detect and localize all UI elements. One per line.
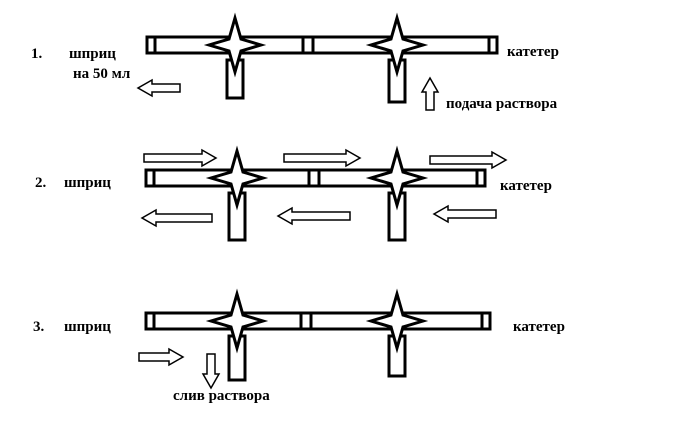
row-3-tube-junction <box>299 311 313 331</box>
row-2-arrow-right-3-icon <box>429 150 508 170</box>
row-3-catheter-label: катетер <box>513 319 565 335</box>
row-1-syringe-volume: на 50 мл <box>73 66 131 82</box>
row-1-stopcock-2-icon <box>365 12 429 78</box>
row-3-action-label: слив раствора <box>173 388 270 404</box>
row-2-syringe-label: шприц <box>64 175 111 191</box>
row-2-arrow-left-2-icon <box>276 206 351 226</box>
row-2-stopcock-2-icon <box>365 145 429 211</box>
row-2-tube-junction <box>307 168 321 188</box>
row-3-syringe-label: шприц <box>64 319 111 335</box>
row-1-number: 1. <box>31 46 43 62</box>
row-1-stopcock-1-icon <box>203 12 267 78</box>
row-2-arrow-left-3-icon <box>432 204 497 224</box>
row-2-catheter-label: катетер <box>500 178 552 194</box>
row-1-catheter-label: катетер <box>507 44 559 60</box>
row-1-syringe-label: шприц <box>69 46 116 62</box>
row-3-arrow-right-icon <box>138 347 185 367</box>
row-2-number: 2. <box>35 175 47 191</box>
row-3-stopcock-1-icon <box>205 288 269 354</box>
row-2-arrow-right-2-icon <box>283 148 362 168</box>
row-1-tube-main <box>145 35 499 55</box>
row-1-action-label: подача раствора <box>446 96 558 112</box>
row-2-stopcock-1-icon <box>205 145 269 211</box>
row-1-arrow-up-icon <box>420 76 440 111</box>
row-2-arrow-left-1-icon <box>140 208 213 228</box>
row-1-arrow-left-icon <box>136 78 181 98</box>
row-1-tube-junction <box>301 35 315 55</box>
row-3-arrow-down-icon <box>201 353 221 390</box>
row-2-arrow-right-1-icon <box>143 148 218 168</box>
row-3-number: 3. <box>33 319 45 335</box>
row-3-tube-main <box>144 311 492 331</box>
row-3-stopcock-2-icon <box>365 288 429 354</box>
